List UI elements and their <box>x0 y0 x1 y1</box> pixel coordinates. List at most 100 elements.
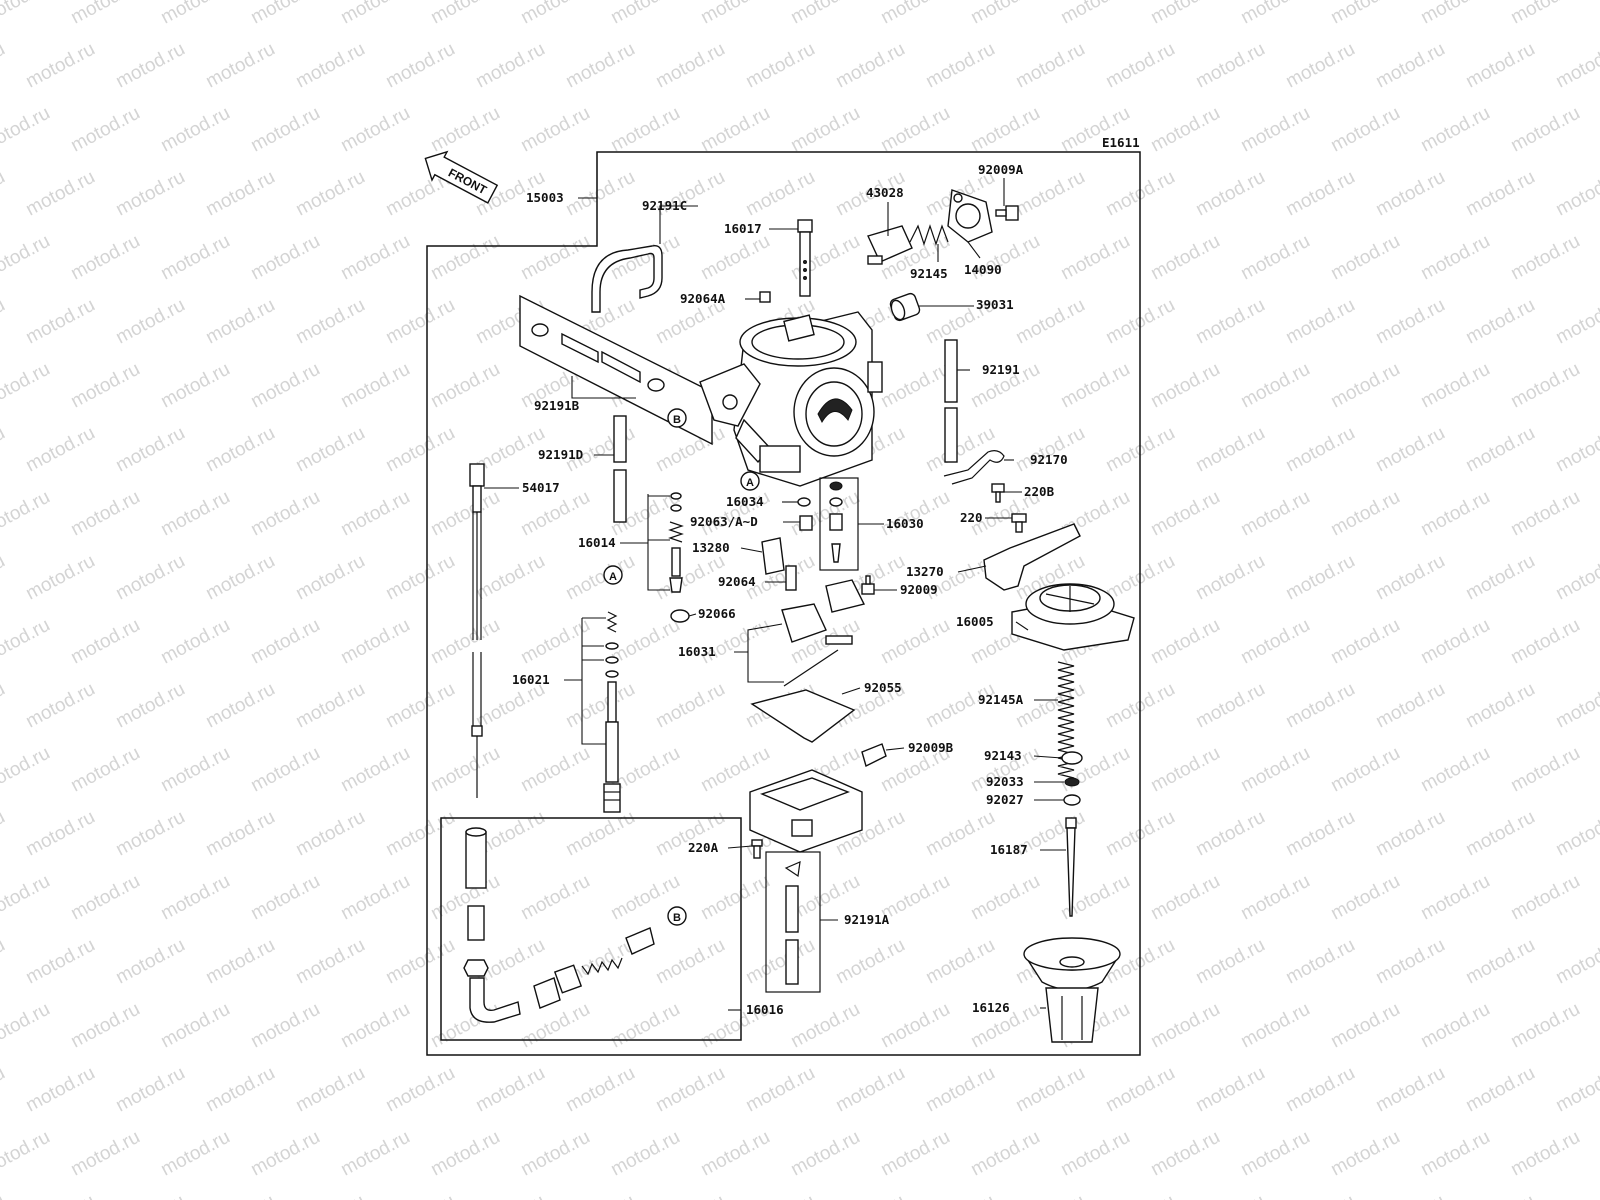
watermark-text: motod.ru <box>742 1191 818 1200</box>
tube-92191d <box>613 415 627 523</box>
callout-54017: 54017 <box>522 480 560 495</box>
watermark-text: motod.ru <box>1462 935 1538 989</box>
screw-92064 <box>785 565 797 591</box>
watermark-text: motod.ru <box>832 1191 908 1200</box>
watermark-text: motod.ru <box>562 807 638 861</box>
watermark-text: motod.ru <box>1147 231 1223 285</box>
watermark-text: motod.ru <box>247 359 323 413</box>
watermark-text: motod.ru <box>922 1063 998 1117</box>
watermark-text: motod.ru <box>517 103 593 157</box>
watermark-text: motod.ru <box>1282 295 1358 349</box>
watermark-text: motod.ru <box>1057 743 1133 797</box>
callout-220: 220 <box>960 510 983 525</box>
watermark-text: motod.ru <box>1372 1191 1448 1200</box>
watermark-text: motod.ru <box>1192 423 1268 477</box>
watermark-text: motod.ru <box>1237 1127 1313 1181</box>
watermark-text: motod.ru <box>1417 359 1493 413</box>
watermark-text: motod.ru <box>1192 39 1268 93</box>
watermark-text: motod.ru <box>382 39 458 93</box>
watermark-text: motod.ru <box>607 615 683 669</box>
callout-92009: 92009 <box>900 582 938 597</box>
watermark-text: motod.ru <box>832 1063 908 1117</box>
watermark-text: motod.ru <box>1462 1063 1538 1117</box>
watermark-text: motod.ru <box>112 423 188 477</box>
watermark-text: motod.ru <box>652 679 728 733</box>
watermark-text: motod.ru <box>1507 743 1583 797</box>
watermark-text: motod.ru <box>67 231 143 285</box>
callout-92145a: 92145A <box>978 692 1024 707</box>
watermark-text: motod.ru <box>1552 423 1600 477</box>
watermark-text: motod.ru <box>1192 167 1268 221</box>
watermark-text: motod.ru <box>382 807 458 861</box>
watermark-text: motod.ru <box>0 359 54 413</box>
watermark-text: motod.ru <box>1057 231 1133 285</box>
watermark-text: motod.ru <box>1327 0 1403 28</box>
callout-220b: 220B <box>1024 484 1055 499</box>
watermark-text: motod.ru <box>922 1191 998 1200</box>
watermark-text: motod.ru <box>157 103 233 157</box>
watermark-text: motod.ru <box>382 935 458 989</box>
watermark-text: motod.ru <box>337 487 413 541</box>
watermark-text: motod.ru <box>1282 807 1358 861</box>
watermark-text: motod.ru <box>1507 231 1583 285</box>
callout-16017: 16017 <box>724 221 762 236</box>
watermark-text: motod.ru <box>1282 167 1358 221</box>
watermark-text: motod.ru <box>1237 0 1313 28</box>
watermark-text: motod.ru <box>1552 551 1600 605</box>
watermark-text: motod.ru <box>0 295 9 349</box>
watermark-text: motod.ru <box>1462 1191 1538 1200</box>
watermark-text: motod.ru <box>1012 1063 1088 1117</box>
watermark-text: motod.ru <box>1462 423 1538 477</box>
watermark-text: motod.ru <box>1507 999 1583 1053</box>
watermark-text: motod.ru <box>67 0 143 28</box>
watermark-text: motod.ru <box>652 1063 728 1117</box>
watermark-text: motod.ru <box>967 103 1043 157</box>
watermark-text: motod.ru <box>0 1063 9 1117</box>
ref-marker-a-top: A <box>740 471 760 491</box>
watermark-text: motod.ru <box>697 1127 773 1181</box>
retainer-92143 <box>1061 751 1083 765</box>
watermark-text: motod.ru <box>1102 39 1178 93</box>
watermark-text: motod.ru <box>0 1127 54 1181</box>
watermark-text: motod.ru <box>472 551 548 605</box>
watermark-text: motod.ru <box>0 935 9 989</box>
watermark-text: motod.ru <box>1417 743 1493 797</box>
watermark-text: motod.ru <box>427 743 503 797</box>
watermark-text: motod.ru <box>67 871 143 925</box>
watermark-text: motod.ru <box>1462 167 1538 221</box>
callout-16187: 16187 <box>990 842 1028 857</box>
watermark-text: motod.ru <box>427 1127 503 1181</box>
callout-92027: 92027 <box>986 792 1024 807</box>
watermark-text: motod.ru <box>472 39 548 93</box>
diagram-code: E1611 <box>1102 135 1140 150</box>
watermark-text: motod.ru <box>1552 1063 1600 1117</box>
watermark-text: motod.ru <box>1237 871 1313 925</box>
callout-labels: 15003 92191C 16017 43028 92009A 92145 14… <box>512 162 1068 1017</box>
watermark-text: motod.ru <box>562 167 638 221</box>
callout-92064: 92064 <box>718 574 756 589</box>
watermark-text: motod.ru <box>922 807 998 861</box>
watermark-text: motod.ru <box>1372 1063 1448 1117</box>
callout-16034: 16034 <box>726 494 764 509</box>
inset-frame <box>440 817 742 1041</box>
watermark-text: motod.ru <box>427 0 503 28</box>
watermark-text: motod.ru <box>112 1063 188 1117</box>
callout-16016: 16016 <box>746 1002 784 1017</box>
callout-43028: 43028 <box>866 185 904 200</box>
watermark-text: motod.ru <box>1327 103 1403 157</box>
watermark-text: motod.ru <box>517 743 593 797</box>
watermark-text: motod.ru <box>1147 871 1223 925</box>
watermark-text: motod.ru <box>22 167 98 221</box>
watermark-text: motod.ru <box>1552 295 1600 349</box>
watermark-text: motod.ru <box>247 231 323 285</box>
callout-13280: 13280 <box>692 540 730 555</box>
watermark-text: motod.ru <box>1417 0 1493 28</box>
starter-assembly-16016 <box>463 827 655 1023</box>
callout-16126: 16126 <box>972 1000 1010 1015</box>
callout-15003: 15003 <box>526 190 564 205</box>
watermark-text: motod.ru <box>112 551 188 605</box>
watermark-text: motod.ru <box>1282 551 1358 605</box>
watermark-text: motod.ru <box>1372 295 1448 349</box>
watermark-text: motod.ru <box>1147 359 1223 413</box>
watermark-text: motod.ru <box>1327 231 1403 285</box>
